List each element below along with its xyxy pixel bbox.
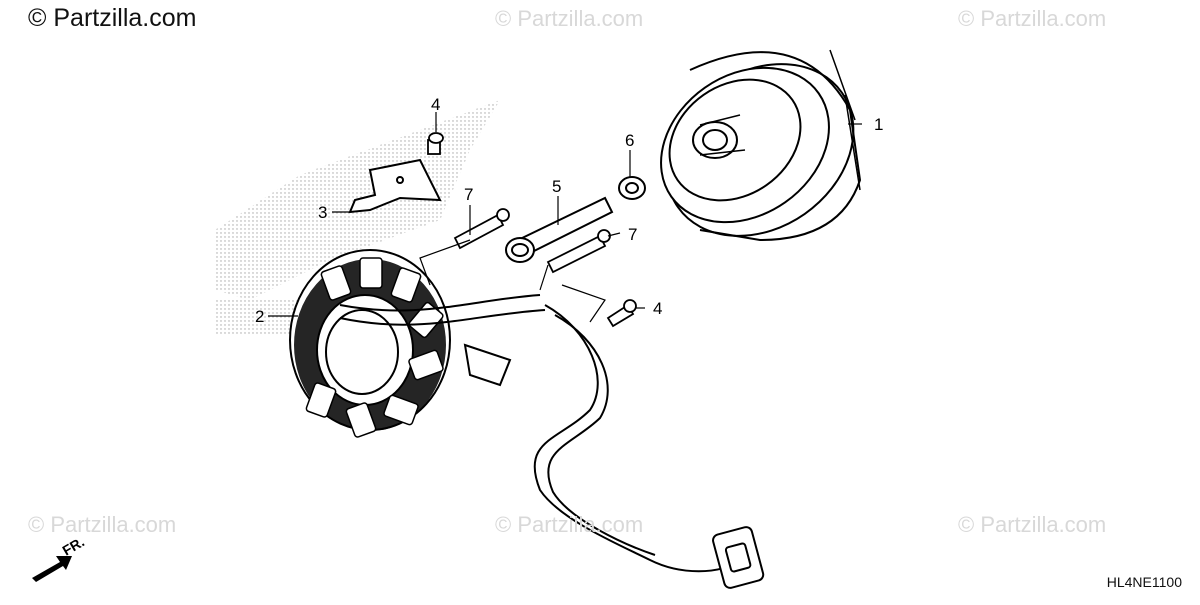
harness-connector[interactable] — [712, 526, 765, 589]
flange-bolt[interactable] — [505, 196, 614, 263]
stator[interactable] — [289, 249, 451, 438]
leader-lines — [268, 112, 862, 323]
callout-1: 1 — [874, 115, 883, 134]
wire-harness[interactable] — [339, 294, 741, 573]
front-direction-indicator: FR. — [32, 533, 87, 582]
bolt-right[interactable] — [606, 299, 637, 328]
watermark: © Partzilla.com — [28, 512, 177, 537]
stator-bolt-lower[interactable] — [546, 229, 611, 274]
bolt-top[interactable] — [427, 132, 444, 155]
watermark: © Partzilla.com — [958, 512, 1107, 537]
callout-4-right: 4 — [653, 299, 662, 318]
watermark: © Partzilla.com — [958, 6, 1107, 31]
callout-6: 6 — [625, 131, 634, 150]
engine-case-shading-lower — [215, 300, 300, 335]
callout-2: 2 — [255, 307, 264, 326]
callout-3: 3 — [318, 203, 327, 222]
front-arrow-icon — [32, 556, 72, 582]
clamp-bracket[interactable] — [348, 158, 442, 214]
callout-7-upper: 7 — [464, 185, 473, 204]
callout-5: 5 — [552, 177, 561, 196]
watermark: © Partzilla.com — [495, 6, 644, 31]
flywheel[interactable] — [631, 29, 887, 272]
stator-bolt-upper[interactable] — [453, 208, 510, 250]
callout-4-top: 4 — [431, 95, 440, 114]
washer[interactable] — [618, 176, 646, 200]
brand-logo-text[interactable]: © Partzilla.com — [28, 4, 197, 32]
callout-7-lower: 7 — [628, 225, 637, 244]
watermark: © Partzilla.com — [495, 512, 644, 537]
diagram-code: HL4NE1100 — [1106, 574, 1182, 590]
